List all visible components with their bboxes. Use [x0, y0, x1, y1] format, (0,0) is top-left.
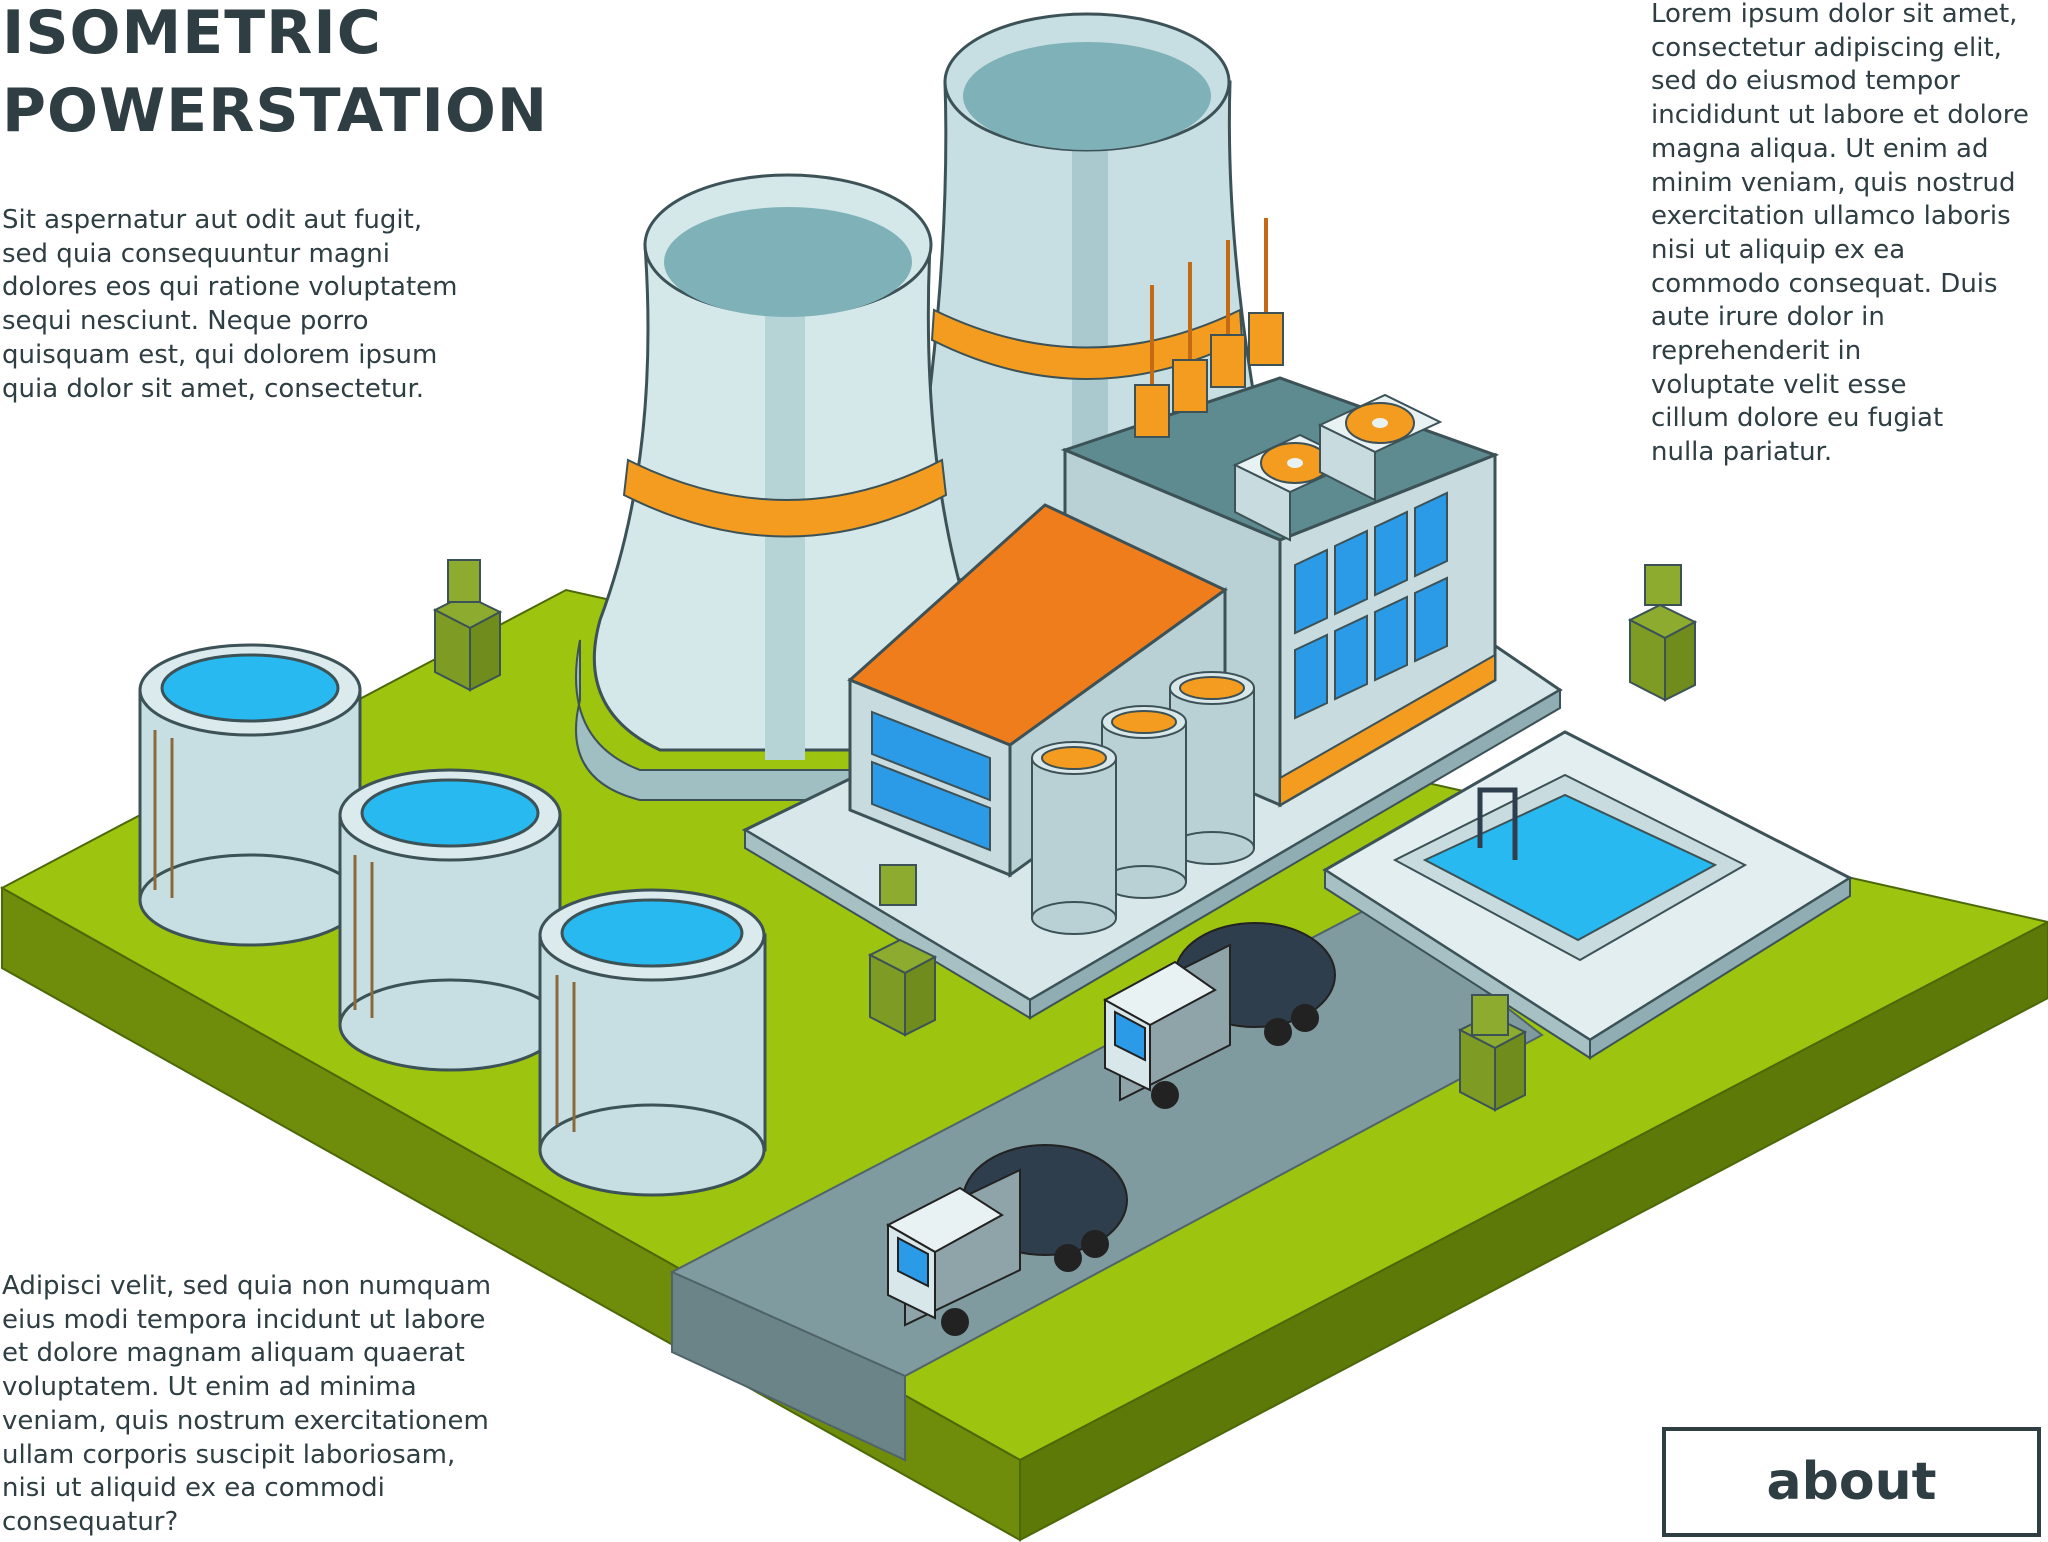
tree-icon [432, 559, 1698, 1112]
pool-icon [1322, 730, 1854, 1060]
fan-icon [1232, 393, 1443, 542]
about-button[interactable]: about [1662, 1427, 2041, 1537]
page-title: ISOMETRIC POWERSTATION [2, 0, 548, 150]
factory-icon [741, 218, 1563, 1020]
about-button-label: about [1766, 1452, 1937, 1512]
storage-tank-icon [138, 643, 767, 1197]
title-line-1: ISOMETRIC [2, 0, 382, 68]
cooling-tower-icon [575, 173, 979, 801]
tanker-truck-icon [885, 922, 1336, 1336]
insulator-icon [1134, 218, 1284, 438]
storage-tank-icon [1031, 671, 1255, 935]
footer-paragraph: Adipisci velit, sed quia non numquam eiu… [2, 1271, 492, 1537]
title-line-2: POWERSTATION [2, 76, 549, 146]
intro-paragraph: Sit aspernatur aut odit aut fugit, sed q… [2, 205, 458, 404]
side-paragraph: Lorem ipsum dolor sit amet, consectetur … [1651, 0, 2029, 468]
